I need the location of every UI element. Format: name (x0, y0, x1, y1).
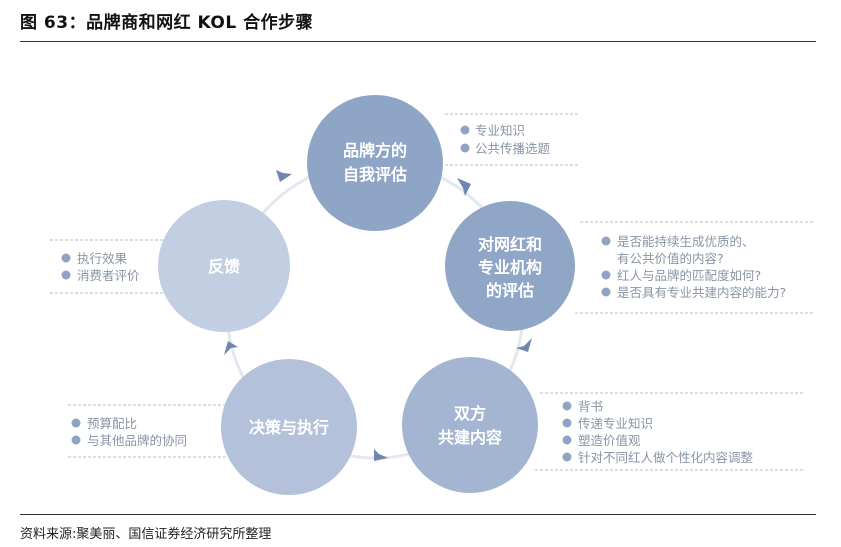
bottom-rule (20, 514, 816, 515)
step-circle-self-assessment (307, 95, 443, 231)
top-rule (20, 41, 816, 42)
cycle-arrows (224, 170, 532, 461)
bullet-text: 是否能持续生成优质的、 (617, 234, 755, 249)
arrow-icon (516, 338, 532, 352)
bullet-text: 与其他品牌的协同 (87, 433, 187, 448)
step-circle-co-create (402, 357, 538, 493)
bullet-text: 传递专业知识 (578, 416, 653, 431)
arrow-icon (457, 178, 471, 196)
arrow-icon (276, 170, 292, 182)
step-label: 决策与执行 (249, 418, 329, 437)
figure-title: 图 63：品牌商和网红 KOL 合作步骤 (20, 13, 314, 33)
bullet-text: 公共传播选题 (475, 141, 551, 156)
source-note: 资料来源:聚美丽、国信证券经济研究所整理 (20, 527, 272, 542)
arrow-icon (224, 341, 238, 355)
step-label: 双方 (454, 404, 486, 423)
bullet-text: 有公共价值的内容? (617, 251, 724, 266)
step-label: 专业机构 (478, 258, 542, 277)
bullet-text: 背书 (578, 399, 603, 414)
step-label: 对网红和 (478, 235, 542, 254)
bullet-text: 红人与品牌的匹配度如何? (617, 268, 761, 283)
step-label: 的评估 (486, 281, 534, 300)
step-circle-decision (221, 359, 357, 495)
step-label: 共建内容 (438, 428, 502, 447)
bullet-text: 消费者评价 (77, 268, 140, 283)
bullet-text: 塑造价值观 (578, 433, 641, 448)
step-circle-feedback (158, 200, 290, 332)
step-label: 品牌方的 (343, 141, 407, 160)
bullet-text: 针对不同红人做个性化内容调整 (578, 450, 754, 465)
bullet-box-dividers (50, 113, 815, 471)
arrow-icon (374, 449, 388, 461)
bullet-text: 是否具有专业共建内容的能力? (617, 285, 786, 300)
bullet-text: 专业知识 (475, 123, 525, 138)
step-label: 自我评估 (343, 165, 407, 184)
step-circle-kol-assessment (445, 201, 575, 331)
bullet-text: 预算配比 (87, 416, 137, 431)
bullet-text: 执行效果 (77, 251, 128, 266)
step-label: 反馈 (208, 257, 240, 276)
bullet-dots (61, 125, 611, 462)
